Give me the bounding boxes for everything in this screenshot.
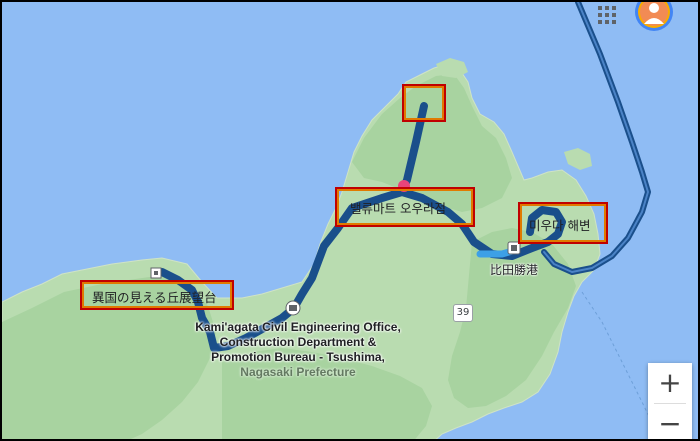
office-line-4: Nagasaki Prefecture [240, 365, 356, 379]
observatory-marker-dot [154, 271, 158, 275]
forest-east [448, 228, 576, 408]
forest-north [352, 74, 512, 212]
account-avatar-icon[interactable] [632, 2, 674, 32]
value-mart-label: 밸류마트 오우라점 [350, 201, 446, 216]
office-line-2: Construction Department & [219, 335, 377, 349]
highlight-observatory[interactable] [80, 280, 234, 310]
forest-west [2, 274, 216, 439]
island-north [436, 58, 468, 78]
island-east-1 [564, 148, 592, 170]
highlight-top-marker[interactable] [402, 84, 446, 122]
office-marker-icon [289, 305, 297, 311]
sea-route-inner [543, 2, 649, 273]
highlight-miuda-beach[interactable] [518, 202, 608, 244]
office-label: Kami'agata Civil Engineering Office, Con… [188, 320, 408, 380]
zoom-out-button[interactable]: − [648, 404, 692, 439]
forest-south [222, 348, 432, 439]
apps-grid-icon[interactable] [596, 4, 618, 26]
port-marker-icon [511, 245, 517, 251]
zoom-control: + − [648, 363, 692, 439]
office-line-1: Kami'agata Civil Engineering Office, [195, 320, 401, 334]
observatory-label: 異国の見える丘展望台 [92, 290, 217, 305]
miuda-beach-label: 미우다 해변 [529, 218, 591, 233]
office-line-3: Promotion Bureau - Tsushima, [211, 350, 385, 364]
zoom-divider [654, 403, 686, 404]
highlight-value-mart[interactable] [335, 187, 475, 227]
route-number-badge: 39 [453, 304, 473, 322]
port-label: 比田勝港 [490, 263, 539, 277]
zoom-in-button[interactable]: + [648, 363, 692, 403]
